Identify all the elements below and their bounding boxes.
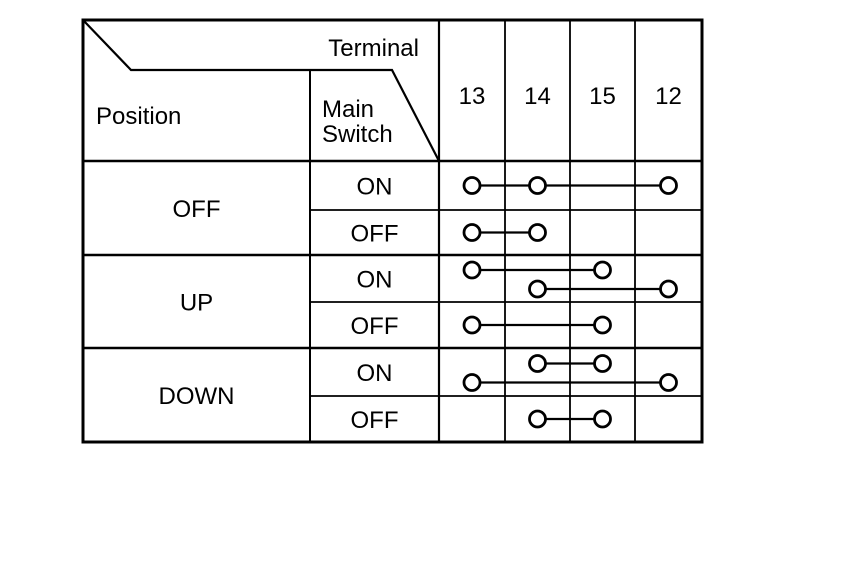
position-label: DOWN — [159, 383, 235, 410]
main-switch-state-label: OFF — [351, 407, 399, 434]
terminal-circle — [462, 223, 482, 242]
position-labels: OFF UP DOWN — [159, 196, 235, 410]
terminal-circle — [593, 354, 612, 373]
terminal-circle — [528, 409, 547, 429]
terminal-circle — [593, 315, 612, 335]
terminal-circle — [528, 176, 547, 195]
main-switch-header-label-line2: Switch — [322, 121, 393, 148]
terminal-column-label: 12 — [655, 83, 682, 110]
position-label: OFF — [173, 196, 221, 223]
terminal-circle — [659, 373, 678, 392]
terminal-column-label: 13 — [459, 83, 486, 110]
terminal-column-label: 14 — [524, 83, 551, 110]
terminal-number-row: 13 14 15 12 — [459, 83, 682, 110]
terminal-circle — [593, 260, 612, 280]
terminal-header-label: Terminal — [328, 35, 419, 62]
terminal-column-label: 15 — [589, 83, 616, 110]
main-switch-header-label-line1: Main — [322, 96, 374, 123]
main-switch-state-label: ON — [357, 360, 393, 387]
table-grid — [81, 18, 704, 444]
continuity-connections — [462, 176, 678, 429]
position-label: UP — [180, 290, 213, 317]
terminal-circle — [462, 176, 482, 195]
main-switch-state-label: OFF — [351, 221, 399, 248]
header-diagonal-split — [82, 19, 440, 162]
table-outer-border — [81, 18, 704, 444]
terminal-circle — [659, 176, 678, 195]
terminal-circle — [659, 279, 678, 299]
terminal-circle — [528, 354, 547, 373]
main-switch-state-label: ON — [357, 174, 393, 201]
terminal-circle — [528, 279, 547, 299]
main-switch-state-label: OFF — [351, 313, 399, 340]
terminal-circle — [528, 223, 547, 242]
position-header-label: Position — [96, 103, 181, 130]
terminal-circle — [462, 315, 482, 335]
terminal-circle — [462, 260, 482, 280]
main-switch-state-label: ON — [357, 267, 393, 294]
main-switch-state-labels: ON OFF ON OFF ON OFF — [351, 174, 399, 435]
terminal-circle — [462, 373, 482, 392]
terminal-circle — [593, 409, 612, 429]
